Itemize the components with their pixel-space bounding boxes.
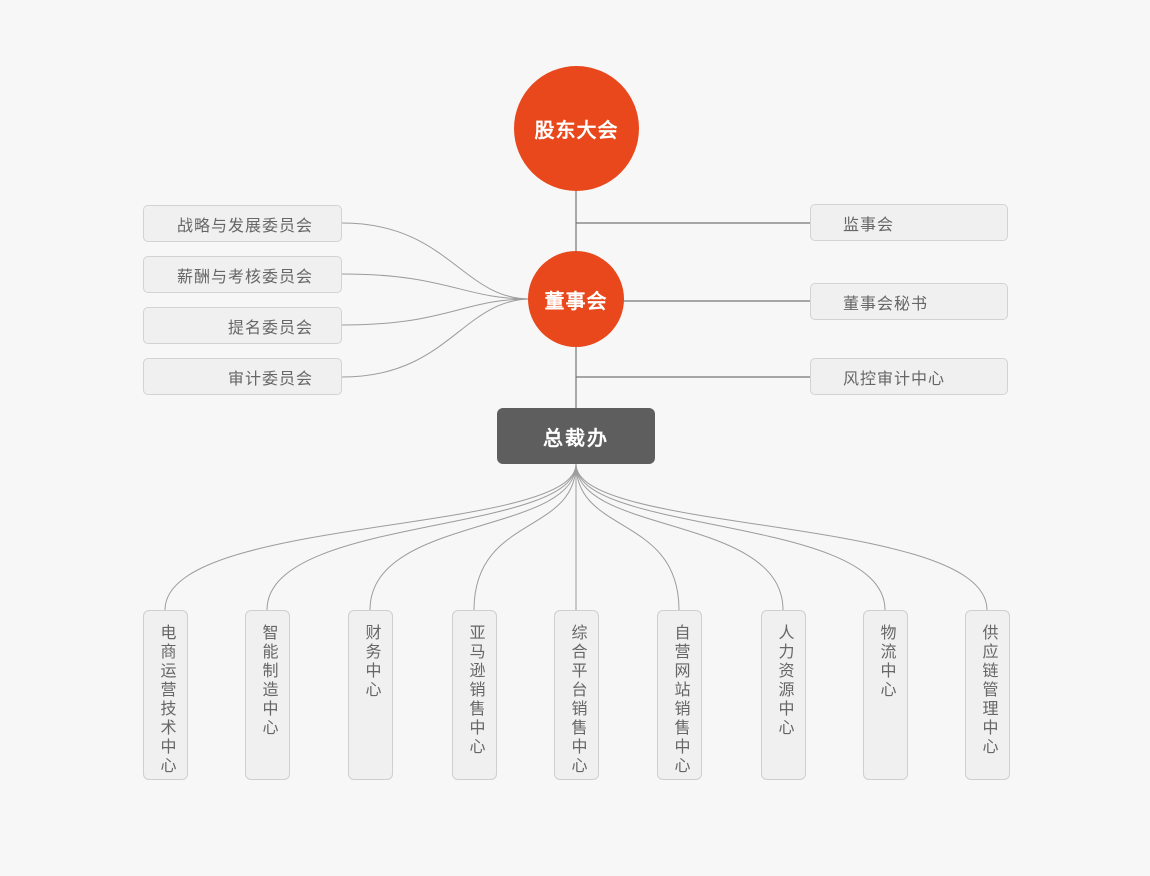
node-label: 智能制造中心 — [259, 624, 277, 738]
node-president-office[interactable]: 总裁办 — [497, 408, 655, 464]
node-label: 综合平台销售中心 — [568, 624, 586, 776]
node-label: 供应链管理中心 — [979, 624, 997, 757]
connector-center-1 — [164, 463, 577, 611]
node-logistics-center[interactable]: 物流中心 — [863, 610, 908, 780]
node-strategy-development-committee[interactable]: 战略与发展委员会 — [143, 205, 342, 242]
node-nomination-committee[interactable]: 提名委员会 — [143, 307, 342, 344]
node-own-website-sales-center[interactable]: 自营网站销售中心 — [657, 610, 702, 780]
node-ecommerce-ops-tech-center[interactable]: 电商运营技术中心 — [143, 610, 188, 780]
connector-center-4 — [473, 463, 577, 611]
connector-center-3 — [369, 463, 577, 611]
node-supervisory-board[interactable]: 监事会 — [810, 204, 1008, 241]
node-label: 总裁办 — [543, 427, 609, 450]
node-board-of-directors[interactable]: 董事会 — [528, 251, 624, 347]
connector-center-6 — [575, 463, 680, 611]
node-human-resources-center[interactable]: 人力资源中心 — [761, 610, 806, 780]
node-shareholders-meeting[interactable]: 股东大会 — [514, 66, 639, 191]
node-label: 战略与发展委员会 — [176, 217, 313, 235]
node-label: 审计委员会 — [227, 370, 313, 388]
node-supply-chain-center[interactable]: 供应链管理中心 — [965, 610, 1010, 780]
node-label: 人力资源中心 — [775, 624, 793, 738]
node-board-secretary[interactable]: 董事会秘书 — [810, 283, 1008, 320]
connector-committee-1 — [341, 222, 531, 300]
connector-committee-3 — [341, 298, 531, 326]
connector-center-7 — [575, 463, 784, 611]
node-platform-sales-center[interactable]: 综合平台销售中心 — [554, 610, 599, 780]
connector-center-9 — [575, 463, 988, 611]
node-label: 薪酬与考核委员会 — [176, 268, 313, 286]
connector-committee-4 — [341, 298, 531, 378]
node-label: 电商运营技术中心 — [157, 624, 175, 776]
node-label: 风控审计中心 — [843, 370, 946, 388]
node-audit-committee[interactable]: 审计委员会 — [143, 358, 342, 395]
node-finance-center[interactable]: 财务中心 — [348, 610, 393, 780]
node-label: 自营网站销售中心 — [671, 624, 689, 776]
node-label: 监事会 — [843, 216, 895, 234]
node-label: 董事会 — [544, 290, 608, 313]
connector-center-8 — [575, 463, 886, 611]
node-label: 提名委员会 — [227, 319, 313, 337]
node-label: 股东大会 — [534, 120, 619, 142]
node-label: 亚马逊销售中心 — [466, 624, 484, 757]
node-risk-audit-center[interactable]: 风控审计中心 — [810, 358, 1008, 395]
node-compensation-assessment-committee[interactable]: 薪酬与考核委员会 — [143, 256, 342, 293]
node-label: 财务中心 — [362, 624, 380, 700]
connector-committee-2 — [341, 273, 531, 300]
node-label: 物流中心 — [877, 624, 895, 700]
node-intelligent-manufacturing-center[interactable]: 智能制造中心 — [245, 610, 290, 780]
connector-center-2 — [266, 463, 577, 611]
node-amazon-sales-center[interactable]: 亚马逊销售中心 — [452, 610, 497, 780]
node-label: 董事会秘书 — [843, 295, 929, 313]
